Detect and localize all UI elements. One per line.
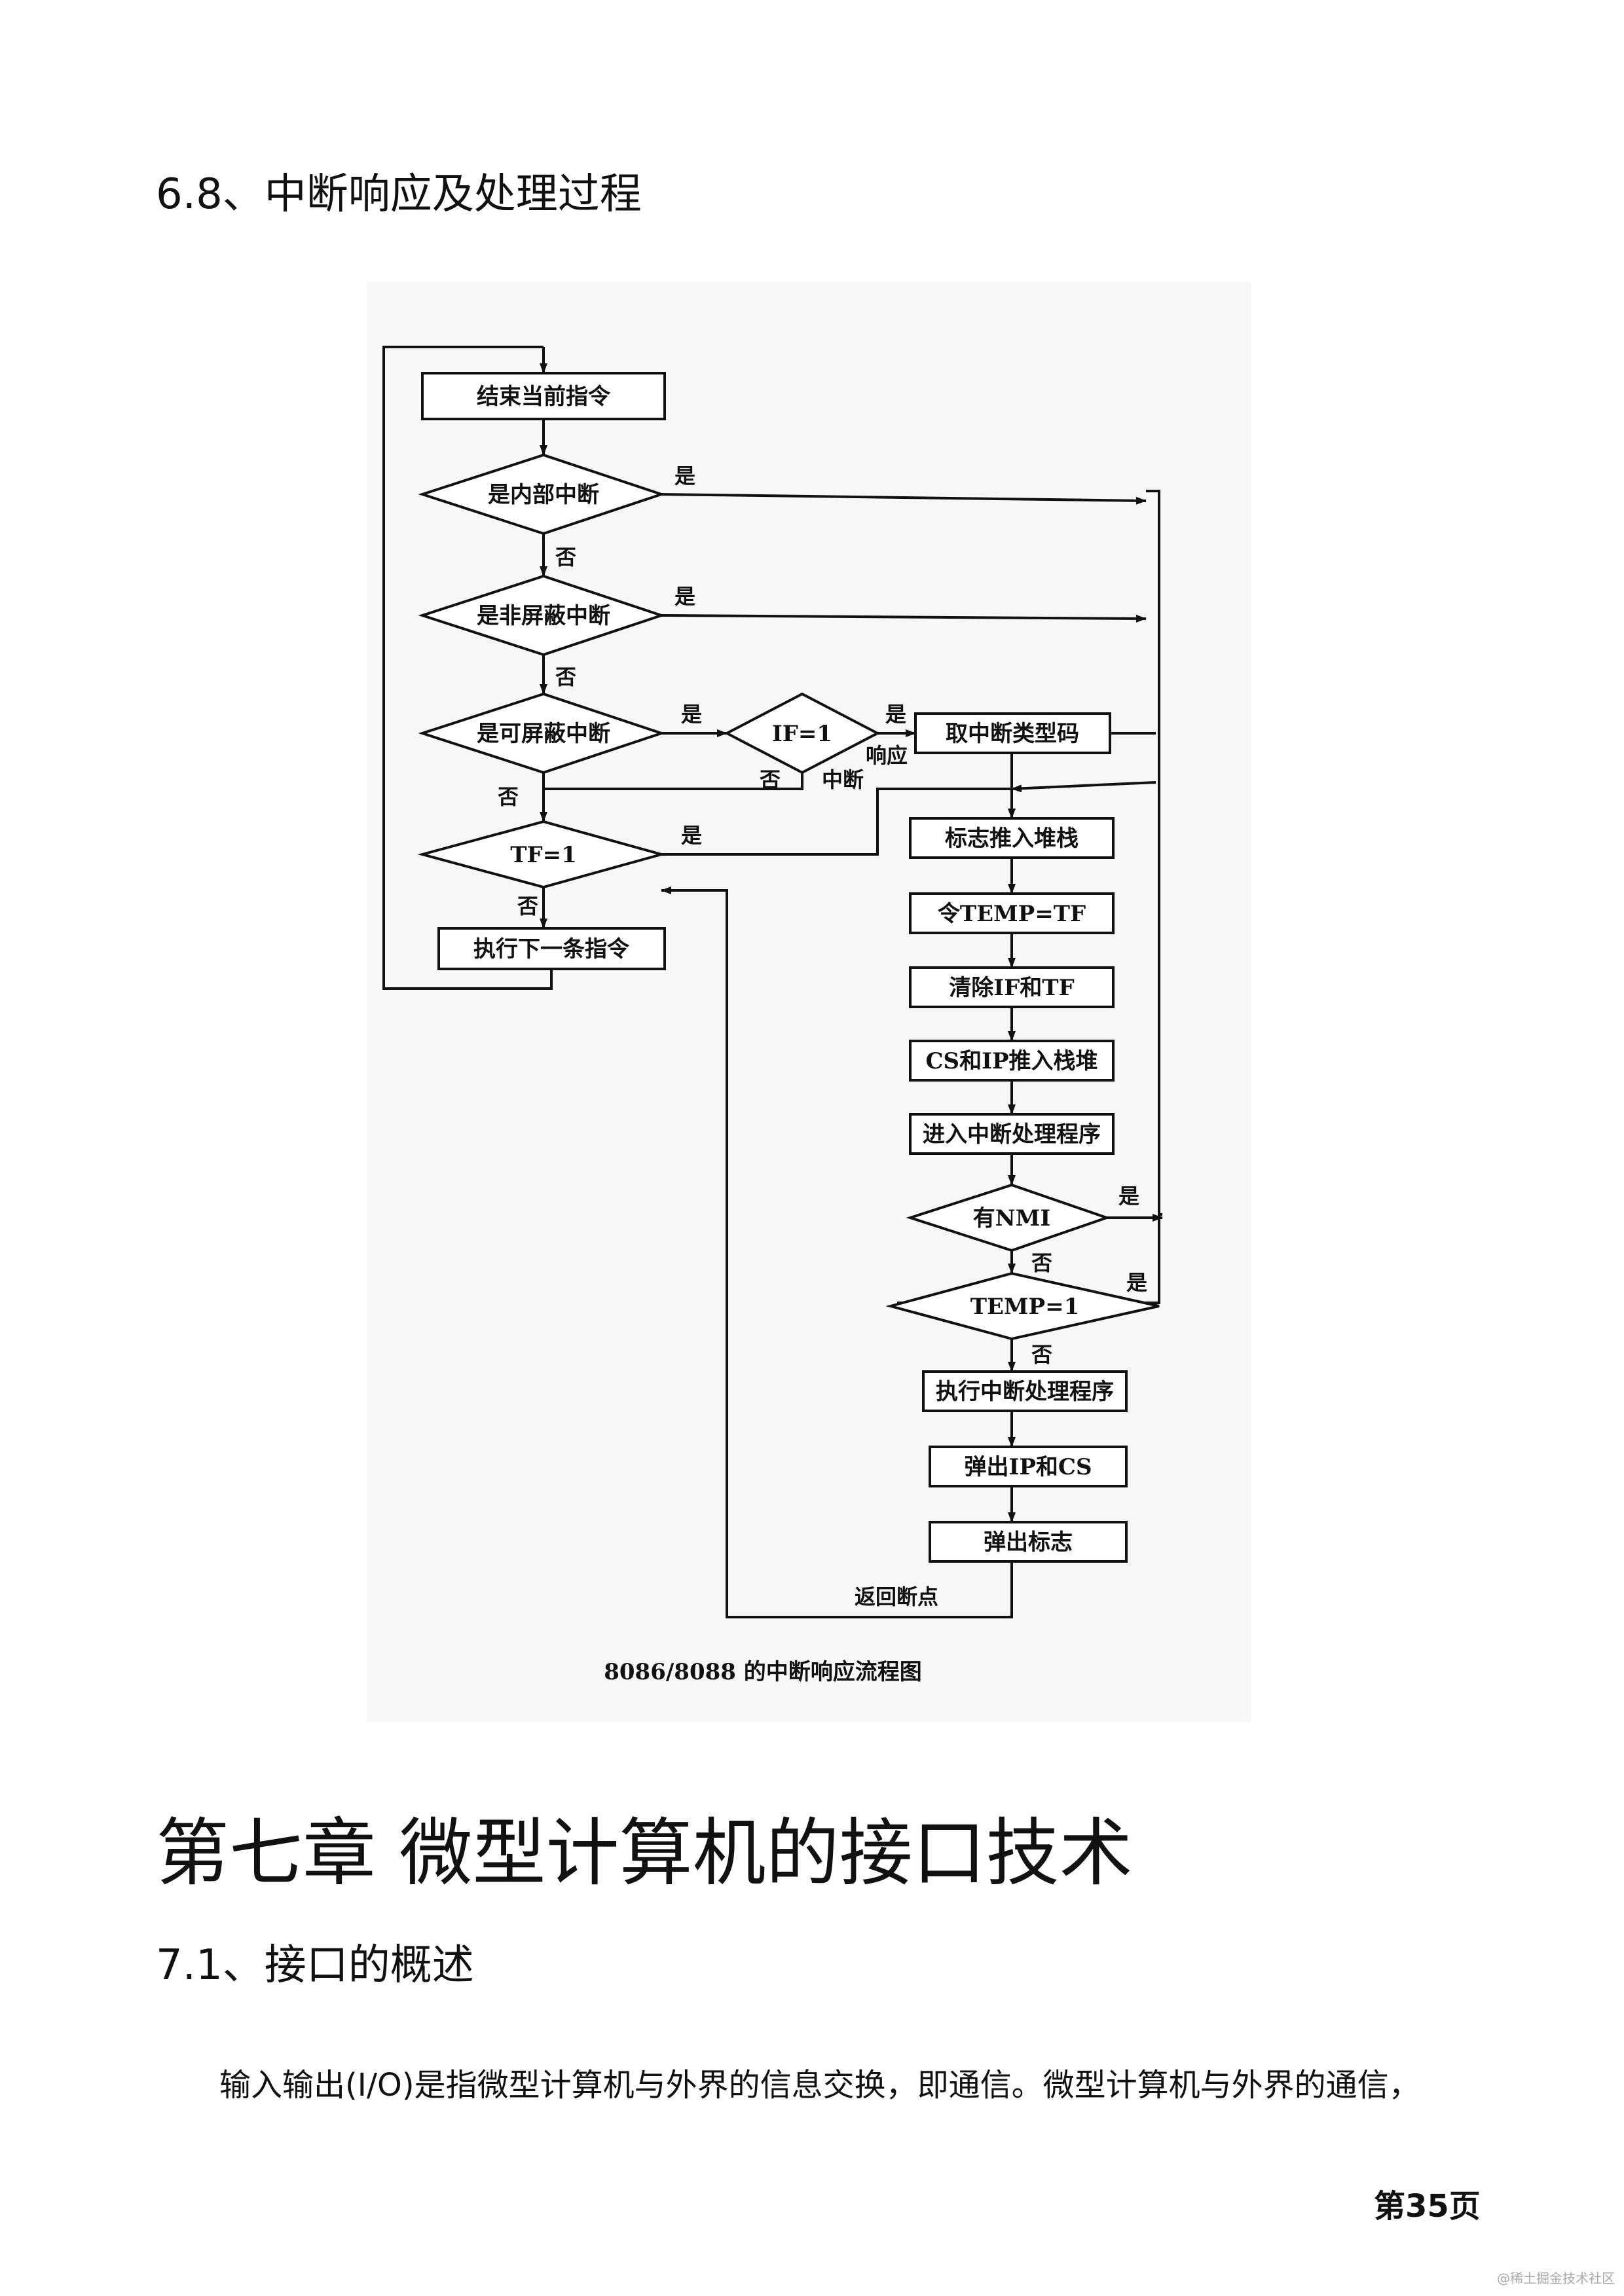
section-6-8-heading: 6.8、中断响应及处理过程 <box>156 170 642 219</box>
diamond-temp1 <box>885 1271 1160 1341</box>
diamond-has-nmi <box>906 1183 1111 1252</box>
label-no-nmi: 否 <box>555 665 576 689</box>
chapter-7-heading: 第七章 微型计算机的接口技术 <box>156 1811 1133 1896</box>
box-push-cs-ip <box>909 1040 1115 1082</box>
label-yes-nmi: 是 <box>674 584 695 609</box>
box-pop-flags <box>929 1521 1128 1563</box>
node-enter-isr: 进入中断处理程序 <box>923 1121 1101 1148</box>
node-maskable: 是可屏蔽中断 <box>477 721 610 747</box>
box-temp-tf <box>909 892 1115 934</box>
label-yes-maskable: 是 <box>681 702 702 727</box>
diamond-maskable <box>418 692 666 774</box>
node-end-current: 结束当前指令 <box>477 384 611 410</box>
box-end-current <box>421 372 666 420</box>
box-clear-if-tf <box>909 966 1115 1008</box>
node-nmi: 是非屏蔽中断 <box>477 603 610 629</box>
label-no-maskable: 否 <box>498 784 519 809</box>
section-7-1-heading: 7.1、接口的概述 <box>156 1941 474 1990</box>
node-exec-isr: 执行中断处理程序 <box>936 1379 1114 1405</box>
node-get-type: 取中断类型码 <box>946 721 1079 747</box>
node-next-instr: 执行下一条指令 <box>473 936 630 962</box>
box-enter-isr <box>909 1113 1115 1155</box>
label-no-if1: 否 <box>760 767 781 792</box>
label-no-temp1: 否 <box>1031 1342 1052 1367</box>
node-pop-flags: 弹出标志 <box>984 1529 1073 1556</box>
figure-caption: 8086/8088 的中断响应流程图 <box>604 1659 922 1685</box>
node-clear-if-tf: 清除IF和TF <box>949 975 1074 1001</box>
diamond-nmi <box>418 574 666 657</box>
box-pop-ip-cs <box>929 1446 1128 1487</box>
node-temp1: TEMP=1 <box>970 1294 1080 1320</box>
label-no-has-nmi: 否 <box>1031 1250 1052 1275</box>
watermark: @稀土掘金技术社区 <box>1497 2270 1615 2286</box>
label-yes-tf1: 是 <box>681 823 702 848</box>
node-internal: 是内部中断 <box>488 482 599 508</box>
label-yes-temp1: 是 <box>1126 1270 1147 1295</box>
label-interrupt: 中断 <box>822 767 864 792</box>
node-pop-ip-cs: 弹出IP和CS <box>964 1454 1092 1480</box>
node-push-cs-ip: CS和IP推入栈堆 <box>925 1048 1098 1074</box>
diamond-if1 <box>724 692 881 774</box>
label-respond: 响应 <box>866 743 908 768</box>
box-get-type <box>914 712 1111 754</box>
node-push-flags: 标志推入堆栈 <box>945 826 1079 852</box>
label-yes-internal: 是 <box>674 464 695 488</box>
box-exec-isr <box>922 1370 1128 1412</box>
page-number: 第35页 <box>1374 2188 1481 2225</box>
diamond-tf1 <box>417 820 667 889</box>
label-no-internal: 否 <box>555 545 576 570</box>
node-has-nmi: 有NMI <box>973 1205 1051 1231</box>
label-return-breakpoint: 返回断点 <box>855 1584 938 1609</box>
diamond-internal <box>418 453 666 536</box>
box-next-instr <box>437 927 666 970</box>
node-temp-tf: 令TEMP=TF <box>938 901 1086 927</box>
label-no-tf1: 否 <box>517 894 538 919</box>
interrupt-flowchart: 结束当前指令 是内部中断 是非屏蔽中断 是可屏蔽中断 IF=1 TF=1 执行下… <box>382 346 1163 1685</box>
label-yes-has-nmi: 是 <box>1118 1184 1139 1209</box>
body-paragraph: 输入输出(I/O)是指微型计算机与外界的信息交换，即通信。微型计算机与外界的通信… <box>219 2067 1420 2104</box>
node-tf1: TF=1 <box>510 842 577 868</box>
box-push-flags <box>909 817 1115 859</box>
node-if1: IF=1 <box>772 721 832 747</box>
label-yes-if1: 是 <box>885 702 906 727</box>
